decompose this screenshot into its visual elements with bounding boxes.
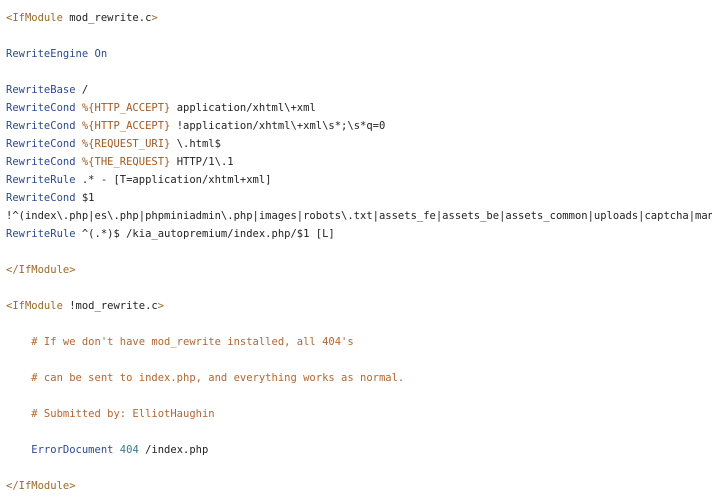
code-line: RewriteCond %{HTTP_ACCEPT} !application/… <box>6 117 712 135</box>
code-token: %{REQUEST_URI} <box>81 138 171 150</box>
code-token: <IfModule <box>6 300 70 312</box>
code-token: application/xhtml\+xml <box>170 102 316 114</box>
code-token: !^(index\.php|es\.php|phpminiadmin\.php|… <box>6 210 712 222</box>
code-token: %{THE_REQUEST} <box>81 156 171 168</box>
code-token: / <box>81 84 89 96</box>
code-line: RewriteCond $1 <box>6 189 712 207</box>
code-token: mod_rewrite.c <box>69 12 152 24</box>
code-line: # If we don't have mod_rewrite installed… <box>6 333 712 351</box>
code-token: # Submitted by: ElliotHaughin <box>6 408 215 420</box>
code-token: > <box>151 12 158 24</box>
code-line <box>6 27 712 45</box>
code-token: </IfModule> <box>6 480 76 492</box>
code-line <box>6 315 712 333</box>
code-token: RewriteCond <box>6 102 82 114</box>
code-line: RewriteBase / <box>6 81 712 99</box>
code-line: <IfModule mod_rewrite.c> <box>6 9 712 27</box>
code-line: RewriteEngine On <box>6 45 712 63</box>
code-token: # can be sent to index.php, and everythi… <box>6 372 405 384</box>
code-token: /index.php <box>138 444 209 456</box>
code-token: </IfModule> <box>6 264 76 276</box>
code-token: RewriteCond <box>6 156 82 168</box>
code-token: .* - [T=application/xhtml+xml] <box>81 174 272 186</box>
code-line <box>6 423 712 441</box>
code-token: \.html$ <box>170 138 221 150</box>
code-line: RewriteRule .* - [T=application/xhtml+xm… <box>6 171 712 189</box>
code-token: !application/xhtml\+xml\s*;\s*q=0 <box>170 120 386 132</box>
code-token: HTTP/1\.1 <box>170 156 234 168</box>
code-token: RewriteRule <box>6 228 82 240</box>
code-line: RewriteCond %{HTTP_ACCEPT} application/x… <box>6 99 712 117</box>
code-token: ErrorDocument <box>6 444 120 456</box>
code-line: ErrorDocument 404 /index.php <box>6 441 712 459</box>
code-token: ^(.*)$ /kia_autopremium/index.php/$1 [L] <box>81 228 335 240</box>
code-token: RewriteEngine <box>6 48 95 60</box>
code-line: !^(index\.php|es\.php|phpminiadmin\.php|… <box>6 207 712 225</box>
htaccess-code-view: <IfModule mod_rewrite.c>RewriteEngine On… <box>6 9 712 495</box>
code-token: RewriteCond <box>6 120 82 132</box>
code-line: <IfModule !mod_rewrite.c> <box>6 297 712 315</box>
code-token: %{HTTP_ACCEPT} <box>81 120 171 132</box>
code-line <box>6 351 712 369</box>
code-line: RewriteCond %{THE_REQUEST} HTTP/1\.1 <box>6 153 712 171</box>
code-token: RewriteCond <box>6 138 82 150</box>
code-line <box>6 279 712 297</box>
code-line: </IfModule> <box>6 477 712 495</box>
code-token: !mod_rewrite.c <box>69 300 158 312</box>
code-token: # If we don't have mod_rewrite installed… <box>6 336 354 348</box>
code-line <box>6 387 712 405</box>
code-token: RewriteRule <box>6 174 82 186</box>
code-token: 404 <box>119 444 139 456</box>
code-line: </IfModule> <box>6 261 712 279</box>
code-token: RewriteCond <box>6 192 82 204</box>
code-line <box>6 459 712 477</box>
code-token: > <box>157 300 165 312</box>
code-line: RewriteRule ^(.*)$ /kia_autopremium/inde… <box>6 225 712 243</box>
code-line <box>6 243 712 261</box>
code-token: On <box>94 48 108 60</box>
code-line: # can be sent to index.php, and everythi… <box>6 369 712 387</box>
code-line: # Submitted by: ElliotHaughin <box>6 405 712 423</box>
code-token: <IfModule <box>6 12 70 24</box>
code-token: RewriteBase <box>6 84 82 96</box>
code-token: %{HTTP_ACCEPT} <box>81 102 171 114</box>
code-token: $1 <box>81 192 95 204</box>
code-line: RewriteCond %{REQUEST_URI} \.html$ <box>6 135 712 153</box>
code-line <box>6 63 712 81</box>
